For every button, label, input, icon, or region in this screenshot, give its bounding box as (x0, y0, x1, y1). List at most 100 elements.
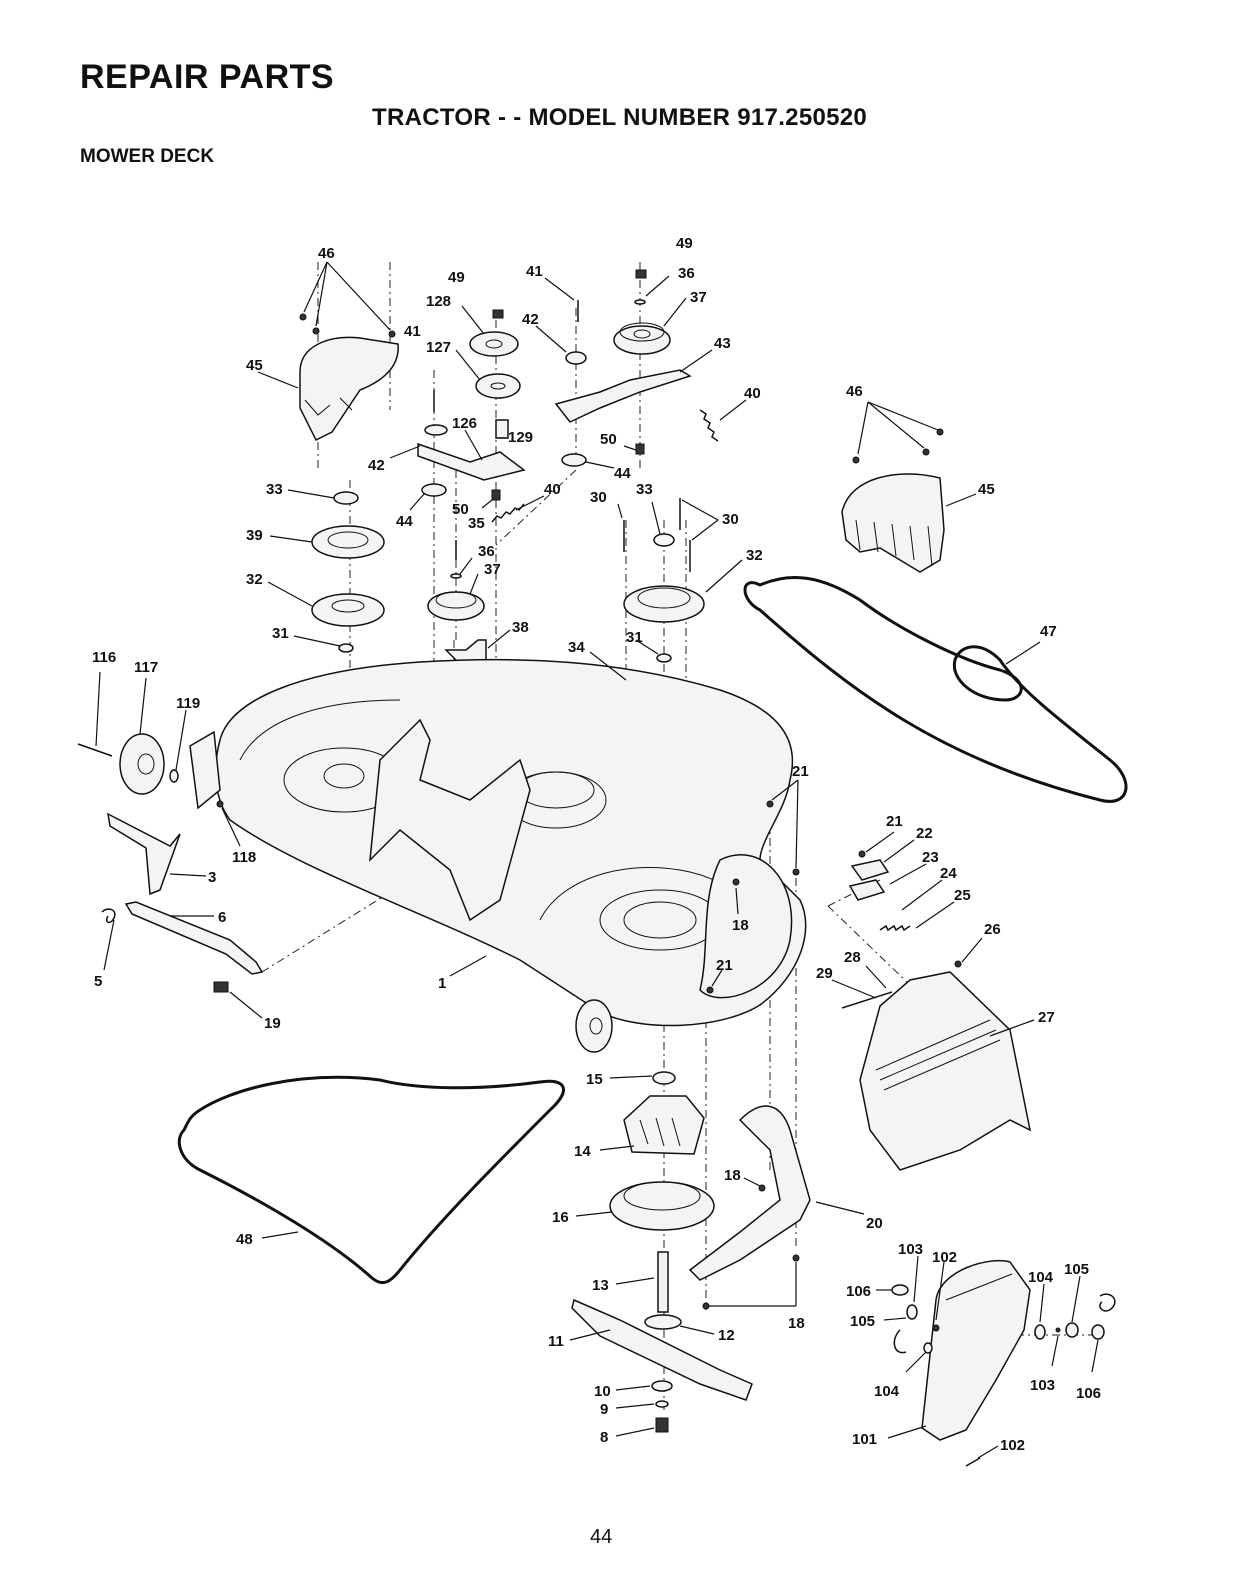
callout-label: 102 (932, 1249, 957, 1266)
callout-label: 10 (594, 1383, 611, 1400)
callout-label: 36 (478, 543, 495, 560)
callout-leader-lines (95, 261, 1099, 1459)
callout-label: 49 (676, 235, 693, 252)
callout-label: 31 (626, 629, 643, 646)
callout-label: 46 (846, 383, 863, 400)
callout-label: 11 (548, 1333, 564, 1350)
callout-label: 42 (522, 311, 539, 328)
callout-label: 50 (452, 501, 469, 518)
section-heading: MOWER DECK (80, 146, 215, 167)
callout-label: 45 (978, 481, 995, 498)
callout-label: 105 (1064, 1261, 1089, 1278)
callout-label: 49 (448, 269, 465, 286)
callout-label: 103 (898, 1241, 923, 1258)
callout-label: 16 (552, 1209, 569, 1226)
callout-label: 42 (368, 457, 385, 474)
discharge-chute (859, 971, 1032, 1171)
deck-baffle (688, 1105, 811, 1310)
callout-label: 45 (246, 357, 263, 374)
callout-label: 33 (266, 481, 283, 498)
callout-label: 102 (1000, 1437, 1025, 1454)
blade-spindle-assembly (571, 1071, 753, 1433)
callout-label: 1 (438, 975, 446, 992)
callout-label: 36 (678, 265, 695, 282)
callout-label: 127 (426, 339, 451, 356)
callout-label: 25 (954, 887, 971, 904)
lower-drive-belt (177, 1075, 565, 1284)
callout-label: 40 (544, 481, 561, 498)
callout-label: 103 (1030, 1377, 1055, 1394)
callout-label: 18 (724, 1167, 741, 1184)
callout-label: 23 (922, 849, 939, 866)
callout-label: 43 (714, 335, 731, 352)
callout-label: 50 (600, 431, 617, 448)
upper-drive-belt (743, 575, 1128, 803)
callout-label: 117 (134, 659, 158, 676)
callout-label: 40 (744, 385, 761, 402)
callout-label: 116 (92, 649, 116, 666)
callout-label: 14 (574, 1143, 591, 1160)
mulching-deflector-kit (891, 1259, 1116, 1467)
callout-label: 37 (484, 561, 501, 578)
callout-label: 44 (614, 465, 631, 482)
callout-label: 21 (792, 763, 809, 780)
callout-label: 41 (526, 263, 543, 280)
callout-label: 128 (426, 293, 451, 310)
callout-label: 101 (852, 1431, 877, 1448)
callout-label: 48 (236, 1231, 253, 1248)
callout-label: 47 (1040, 623, 1057, 640)
callout-label: 129 (508, 429, 533, 446)
callout-label: 19 (264, 1015, 281, 1032)
callout-label: 5 (94, 973, 102, 990)
callout-label: 20 (866, 1215, 883, 1232)
callout-label: 22 (916, 825, 933, 842)
model-number-heading: TRACTOR - - MODEL NUMBER 917.250520 (372, 104, 868, 131)
pulley-assembly-parts (299, 269, 719, 717)
callout-label: 34 (568, 639, 585, 656)
callout-label: 30 (722, 511, 739, 528)
left-gauge-wheel (77, 730, 224, 810)
callout-label: 21 (716, 957, 733, 974)
callout-label: 104 (874, 1383, 900, 1400)
callout-label: 29 (816, 965, 833, 982)
page-title: REPAIR PARTS (80, 58, 335, 96)
callout-label: 38 (512, 619, 529, 636)
callout-label: 18 (732, 917, 749, 934)
callout-label: 26 (984, 921, 1001, 938)
callout-label: 24 (940, 865, 957, 882)
callout-label: 27 (1038, 1009, 1055, 1026)
discharge-chute-hardware (706, 800, 962, 1009)
callout-label: 105 (850, 1313, 875, 1330)
callout-label: 30 (590, 489, 607, 506)
callout-label: 3 (208, 869, 216, 886)
deck-hanger-linkage (101, 812, 264, 993)
callout-label: 118 (232, 849, 256, 866)
mower-deck-housing (214, 658, 807, 1053)
callout-label: 106 (846, 1283, 871, 1300)
callout-label: 35 (468, 515, 485, 532)
right-pulley-shield (841, 428, 945, 573)
callout-label: 8 (600, 1429, 608, 1446)
callout-label: 6 (218, 909, 226, 926)
callout-label: 39 (246, 527, 263, 544)
callout-label: 13 (592, 1277, 609, 1294)
callout-label: 12 (718, 1327, 735, 1344)
callout-label: 9 (600, 1401, 608, 1418)
callout-label: 104 (1028, 1269, 1054, 1286)
callout-label: 32 (246, 571, 263, 588)
callout-label: 28 (844, 949, 861, 966)
callout-label: 32 (746, 547, 763, 564)
page-number: 44 (590, 1526, 613, 1548)
callout-label: 119 (176, 695, 200, 712)
callout-label: 46 (318, 245, 335, 262)
callout-labels: 46 49 49 41 36 128 42 37 41 127 43 45 40… (92, 235, 1101, 1454)
callout-label: 21 (886, 813, 903, 830)
callout-label: 37 (690, 289, 707, 306)
callout-label: 106 (1076, 1385, 1101, 1402)
callout-label: 126 (452, 415, 477, 432)
callout-label: 31 (272, 625, 289, 642)
callout-label: 41 (404, 323, 421, 340)
callout-label: 15 (586, 1071, 603, 1088)
callout-label: 44 (396, 513, 413, 530)
